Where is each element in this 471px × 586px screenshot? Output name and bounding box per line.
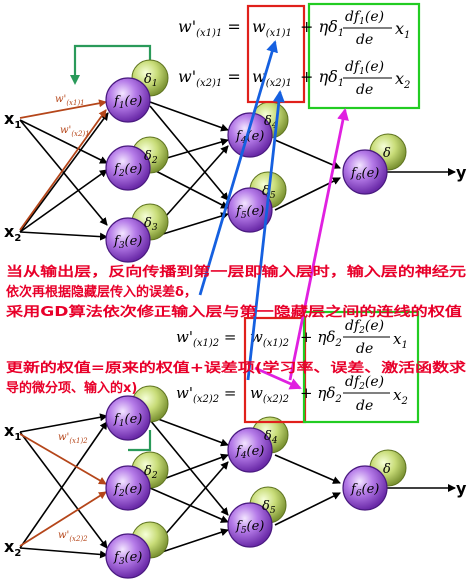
top-formula-1-den: de [356,32,373,48]
top-formula-2-x: x2 [395,69,410,91]
delta-b2-label: δ2 [144,464,158,481]
neuron-b2 [105,465,151,511]
neuron-1-label: f1(e) [113,94,142,111]
bottom-formula-2-term: + ηδ2 [300,384,342,405]
bottom-formulas: w'(x1)2 = w(x1)2 + ηδ2 df2(e) de x1 w'(x… [176,318,408,414]
neuron-4 [227,112,273,158]
delta-b4-label: δ4 [264,429,278,446]
delta-5-label: δ5 [262,184,276,201]
delta-3-label: δ3 [144,216,158,233]
top-formula-1-x: x1 [395,19,410,41]
bottom-input-connections [19,413,108,559]
bottom-formula-1-num: df2(e) [345,318,384,336]
neuron-b3 [105,533,151,579]
bottom-network [19,413,456,559]
top-formula-2-den: de [356,82,373,98]
bottom-hidden-connections [149,415,456,557]
bottom-output-y: y [456,479,467,498]
neuron-3-label: f3(e) [113,234,142,251]
neuron-2-label: f2(e) [113,162,142,179]
magenta-pointer-arrow [288,108,349,381]
top-formula-1-num: df1(e) [345,9,384,27]
top-neurons [105,59,407,263]
bottom-formula-1-term: + ηδ2 [300,328,342,349]
top-formula-2-rhs: w(x2)1 [252,67,292,89]
neuron-4-label: f4(e) [235,129,264,146]
bottom-formula-2-lhs: w'(x2)2 = [176,384,236,405]
neuron-b2-label: f2(e) [113,482,142,499]
bottom-input-x2: x2 [4,537,21,559]
top-feedback-arrow [70,44,152,85]
top-weight-label-2: w'(x2)1 [60,125,90,138]
neuron-b6 [342,465,388,511]
top-formula-1-term: + ηδ1 [300,17,344,39]
delta-2-label: δ2 [144,149,158,166]
annotation-line-3: 采用GD算法依次修正输入层与第一隐藏层之间的连线的权值 [5,304,462,320]
bottom-weight-arrows [19,433,107,547]
blue-pointer-arrow-1 [246,90,285,381]
neuron-b5-label: f5(e) [235,519,264,536]
top-formulas: w'(x1)1 = w(x1)1 + ηδ1 df1(e) de x1 w'(x… [178,9,410,98]
neuron-b6-label: f6(e) [350,482,379,499]
neuron-6-label: f6(e) [350,166,379,183]
top-weight-arrows [19,99,107,231]
blue-pointer-arrow-2 [198,40,278,296]
neuron-b1-label: f1(e) [113,412,142,429]
top-weight-label-1: w'(x1)1 [55,94,85,107]
top-hidden-connections [149,101,456,239]
neuron-b3-label: f3(e) [113,550,142,567]
top-output-y: y [456,163,467,182]
top-formula-2-num: df1(e) [345,59,384,77]
weight-labels: w'(x1)1 w'(x2)1 w'(x1)2 w'(x2)2 [55,94,90,543]
neuron-b1 [105,395,151,441]
magenta-pointer-arrow-2 [254,366,302,390]
delta-1-label: δ1 [144,72,158,89]
annotation-line-4: 更新的权值=原来的权值+误差项(学习率、误差、激活函数求 [6,360,467,376]
neuron-5-label: f5(e) [235,204,264,221]
bottom-formula-2-den: de [356,398,373,414]
delta-4-label: δ4 [264,114,278,131]
bottom-neurons [105,385,407,579]
neuron-b4-label: f4(e) [235,444,264,461]
bottom-formula-2-num: df2(e) [345,374,384,392]
neuron-1 [105,77,151,123]
top-input-connections [19,112,109,241]
top-input-x2: x2 [4,222,21,244]
io-labels: x1 x2 y x1 x2 y [4,109,467,559]
bottom-feedback-arrow [128,430,152,452]
top-formula-2-lhs: w'(x2)1 = [178,67,241,89]
neuron-3 [105,217,151,263]
neuron-5 [227,187,273,233]
bottom-formula-1-den: de [356,341,373,357]
delta-b6-label: δ [383,462,391,477]
top-formula-1-rhs: w(x1)1 [252,17,292,39]
annotation-block: 当从输出层，反向传播到第一层即输入层时，输入层的神经元 依次再根据隐藏层传入的误… [5,264,468,396]
bottom-weight-label-2: w'(x2)2 [58,530,88,543]
bottom-formula-1-x: x1 [393,330,408,351]
bottom-weight-label-1: w'(x1)2 [58,432,88,445]
neuron-2 [105,145,151,191]
bottom-green-box [302,310,420,424]
top-formula-1-lhs: w'(x1)1 = [178,17,241,39]
annotation-line-2: 依次再根据隐藏层传入的误差δ， [6,284,197,300]
bottom-formula-2-x: x2 [393,386,408,407]
bottom-formula-1-rhs: w(x1)2 [250,328,289,349]
annotation-line-5: 导的微分项、输入的x) [6,380,137,396]
bottom-formula-2-rhs: w(x2)2 [250,384,289,405]
top-green-box [307,2,421,110]
delta-b5-label: δ5 [262,499,276,516]
neuron-b4 [227,427,273,473]
top-input-x1: x1 [4,109,21,131]
delta-6-label: δ [383,146,391,161]
annotation-line-1: 当从输出层，反向传播到第一层即输入层时，输入层的神经元 [6,264,466,280]
neuron-6 [342,149,388,195]
neuron-b5 [227,502,273,548]
bottom-neuron-labels: f1(e) f2(e) δ2 f3(e) f4(e) δ4 f5(e) δ5 f… [113,412,391,567]
top-neuron-labels: f1(e) δ1 f2(e) δ2 f3(e) δ3 f4(e) δ4 f5(e… [113,72,391,251]
top-formula-2-term: + ηδ1 [300,67,344,89]
bottom-formula-1-lhs: w'(x1)2 = [176,328,236,349]
bottom-input-x1: x1 [4,421,21,443]
